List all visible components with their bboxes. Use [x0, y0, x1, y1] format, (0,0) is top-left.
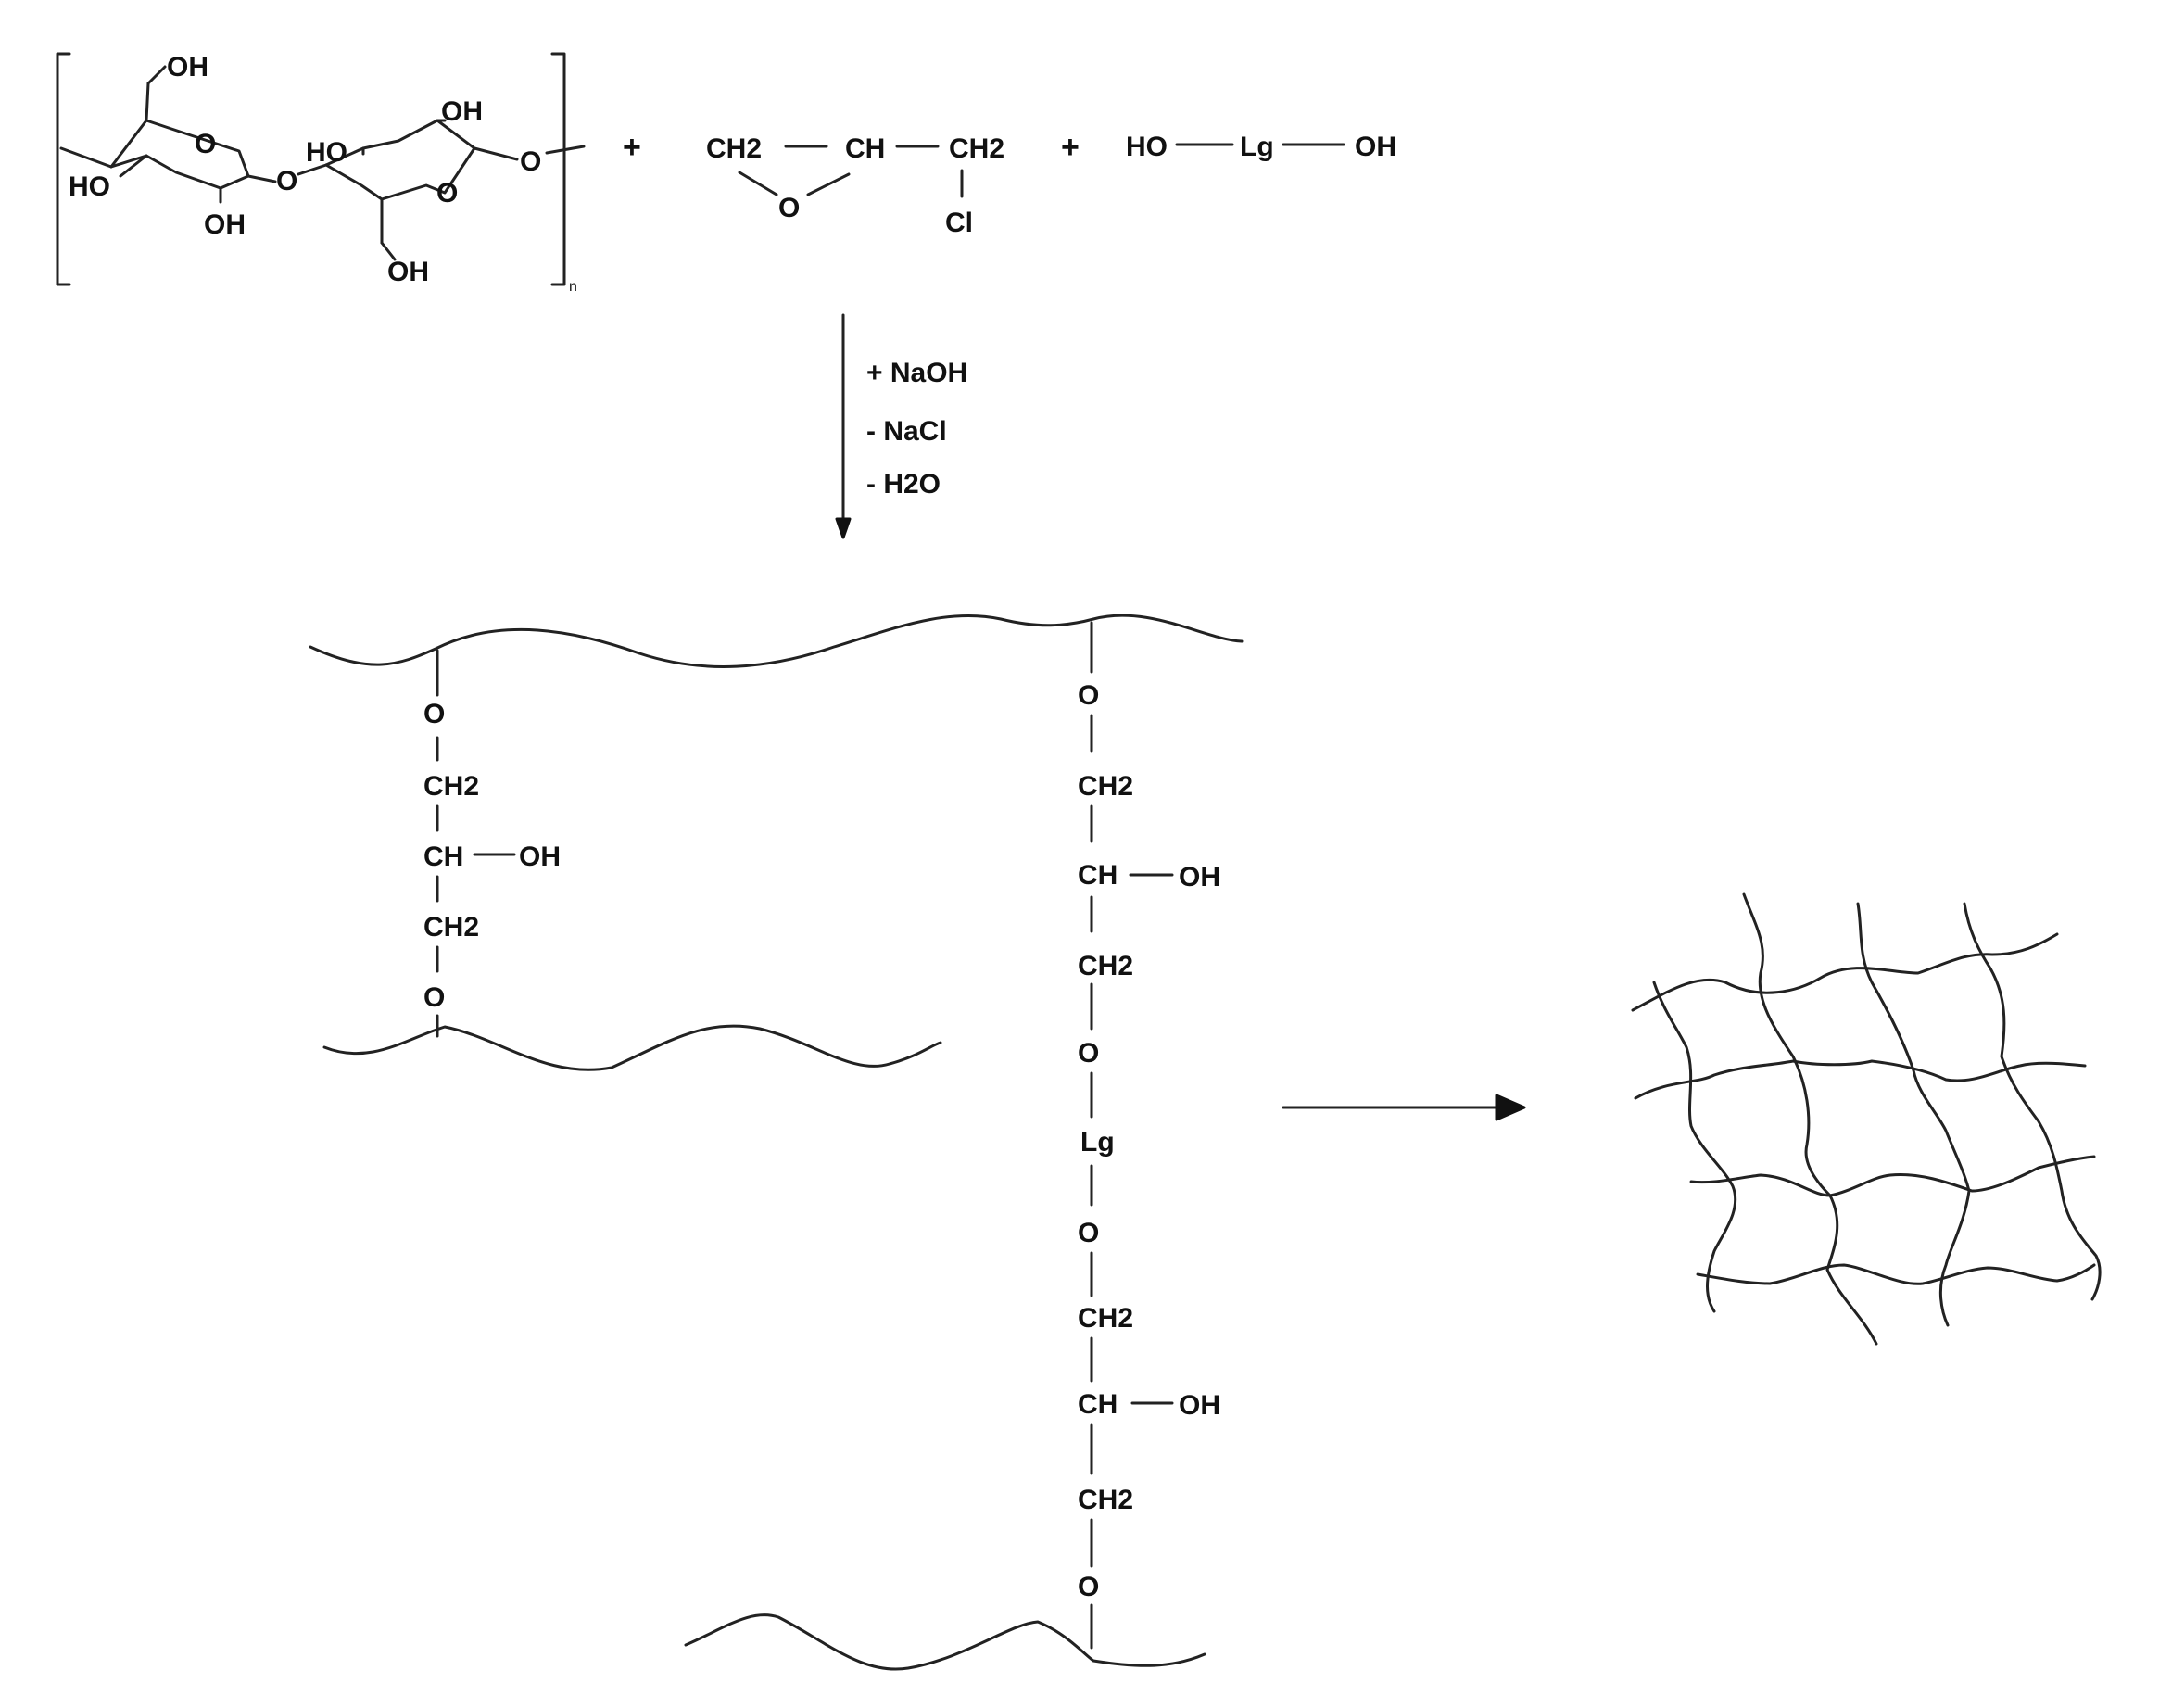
chain-exit-bond: [545, 145, 586, 155]
condition-remove-h2o: - H2O: [866, 469, 941, 500]
long-link-atom-11: OH: [1179, 1390, 1220, 1421]
ring1-oh-label: OH: [204, 209, 246, 240]
long-link-atom-2: CH2: [1078, 771, 1133, 802]
repeat-subscript: n: [569, 279, 577, 295]
short-crosslink: O CH2 CH OH CH2 O: [423, 649, 561, 1038]
long-link-atom-3: CH: [1078, 860, 1118, 891]
epi-ch: CH: [845, 133, 885, 164]
ring1-ho-bond: [119, 154, 148, 178]
plus-sign-2: +: [1061, 130, 1080, 165]
ring1-oxygen-label: O: [195, 129, 216, 159]
short-link-atom-4: OH: [519, 841, 561, 872]
short-link-atom-3: CH: [423, 841, 463, 872]
short-link-atom-5: CH2: [423, 912, 479, 943]
reaction-conditions: + NaOH - NaCl - H2O: [835, 313, 967, 539]
left-bracket: [56, 52, 71, 286]
lg-ho: HO: [1126, 132, 1168, 162]
long-link-atom-5: CH2: [1078, 951, 1133, 981]
epi-ch2-left: CH2: [706, 133, 762, 164]
lignin-diol: HO Lg OH: [1126, 132, 1396, 162]
long-link-atom-13: O: [1078, 1572, 1099, 1602]
long-link-atom-1: O: [1078, 680, 1099, 711]
ring2-oh-top-label: OH: [441, 96, 483, 127]
short-link-atom-1: O: [423, 699, 445, 729]
glycosidic-bond-right: [297, 163, 328, 176]
ring2-ch2-oh-bond: [380, 241, 397, 261]
ring2-ho-label: HO: [306, 137, 347, 168]
glycosidic-oxygen-label: O: [276, 166, 297, 196]
lg-oh: OH: [1355, 132, 1396, 162]
ring1-left-chain-bond: [59, 146, 113, 169]
network-arrow: [1282, 1094, 1526, 1121]
crosslinked-product: O CH2 CH OH CH2 O O CH2 CH OH CH2: [309, 614, 1244, 1671]
condition-add-naoh: + NaOH: [866, 358, 967, 388]
epi-epoxide-bond-right: [806, 172, 851, 196]
condition-remove-nacl: - NaCl: [866, 416, 947, 447]
long-crosslink: O CH2 CH OH CH2 O Lg O CH2 CH OH CH2 O: [1078, 621, 1220, 1650]
short-link-atom-2: CH2: [423, 771, 479, 802]
cellulose-backbone-top: [309, 614, 1244, 668]
ring2-ch2oh-label: OH: [387, 257, 429, 287]
cellulose-backbone-bottom: [684, 1613, 1206, 1671]
long-link-atom-12: CH2: [1078, 1485, 1133, 1515]
ring1-ch2oh-label: OH: [167, 52, 208, 82]
long-link-atom-4: OH: [1179, 862, 1220, 892]
ring1-ho-label: HO: [69, 171, 110, 202]
long-link-atom-9: CH2: [1078, 1303, 1133, 1334]
ring1-ch2-bond: [145, 82, 150, 122]
epi-chlorine: Cl: [945, 208, 973, 238]
long-link-atom-8: O: [1078, 1218, 1099, 1248]
epi-epoxide-oxygen: O: [778, 193, 800, 223]
plus-sign-1: +: [623, 130, 641, 165]
cellulose-backbone-middle: [322, 1024, 942, 1071]
reaction-arrowhead: [835, 517, 852, 539]
ring2-oxygen-label: O: [436, 178, 458, 209]
chain-oxygen-label: O: [520, 146, 541, 177]
crosslinked-network: [1631, 892, 2102, 1346]
epi-ch2-right: CH2: [949, 133, 1004, 164]
ring2-skeleton: [324, 119, 476, 201]
cellulose-repeat-unit: n OH O HO OH O O HO OH OH O: [56, 52, 586, 295]
ring1-skeleton: [109, 119, 250, 190]
ring1-ch2-oh-bond: [146, 65, 167, 85]
long-link-atom-6: O: [1078, 1038, 1099, 1069]
glycosidic-bond-left: [246, 174, 277, 183]
ring2-chain-bond: [473, 146, 519, 161]
epichlorohydrin: CH2 CH CH2 O Cl: [706, 133, 1004, 238]
short-link-atom-6: O: [423, 982, 445, 1013]
right-bracket: [550, 52, 566, 286]
long-link-atom-7: Lg: [1080, 1127, 1115, 1158]
epi-epoxide-bond-left: [738, 171, 778, 196]
long-link-atom-10: CH: [1078, 1389, 1118, 1420]
network-arrowhead: [1495, 1094, 1526, 1121]
lg-label: Lg: [1240, 132, 1274, 162]
